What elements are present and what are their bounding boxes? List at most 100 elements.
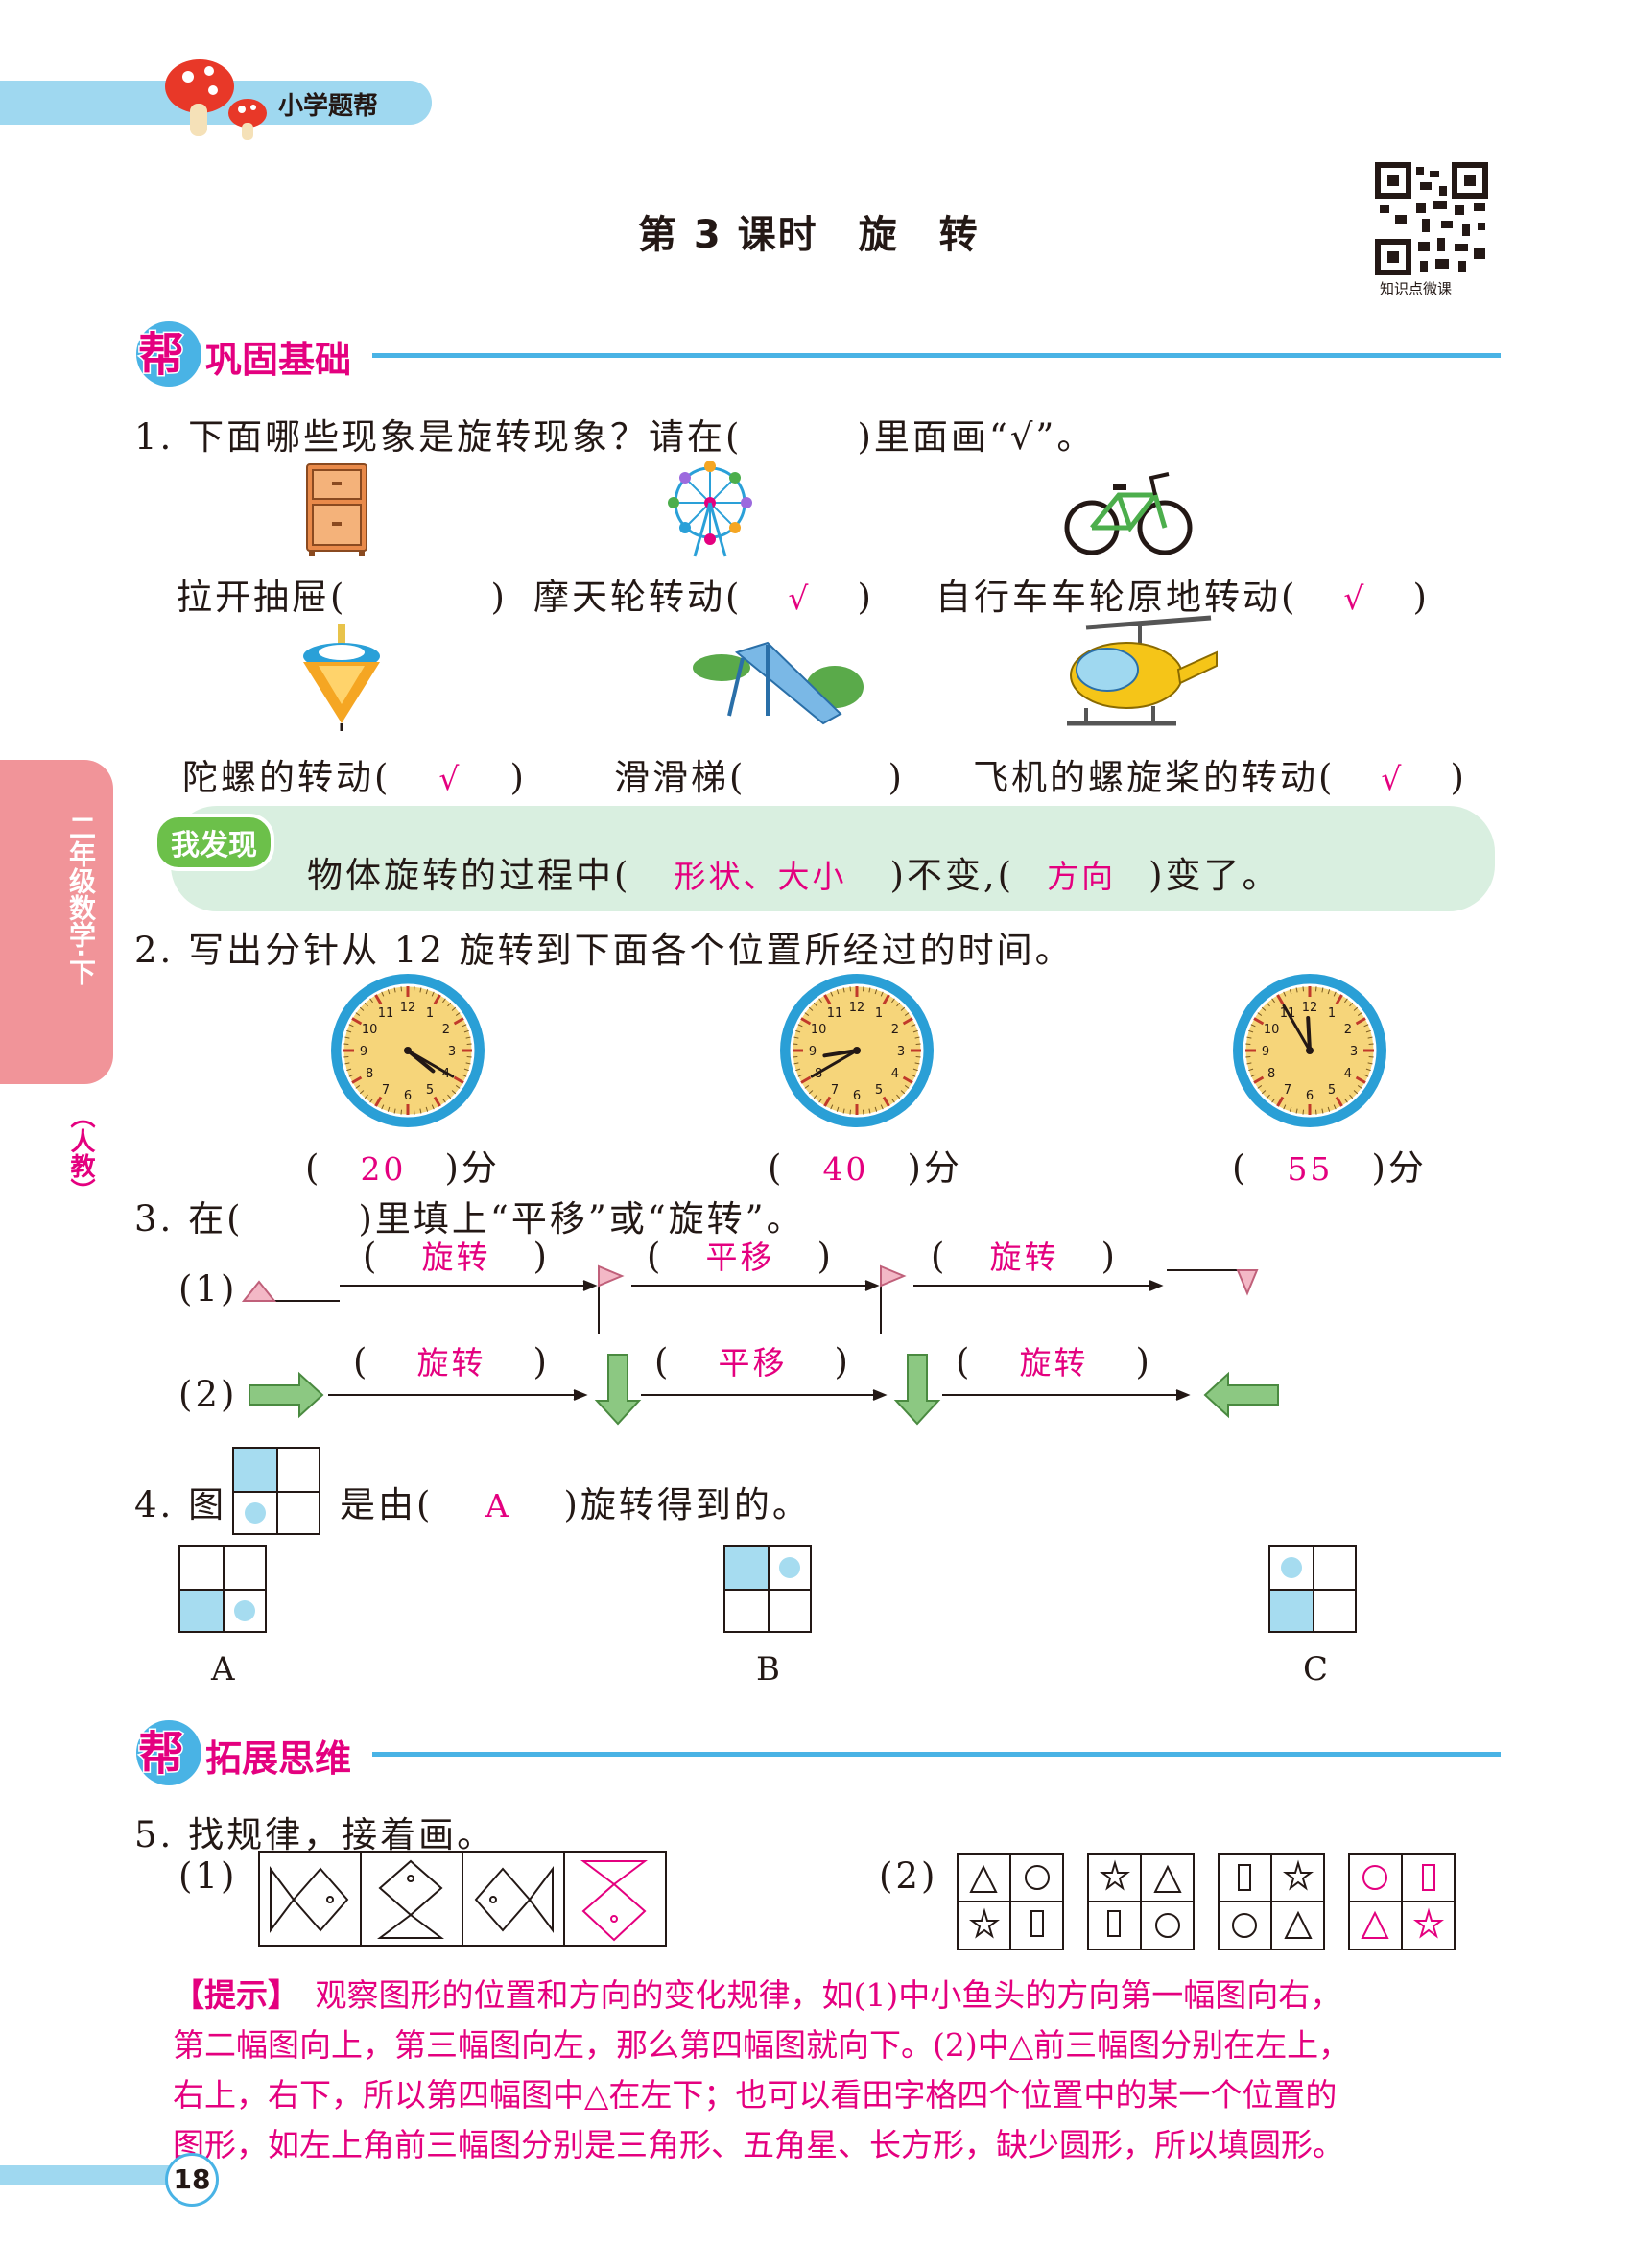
minute-hand (810, 1049, 859, 1078)
bicycle-picture (1064, 472, 1193, 555)
q3-row1-blank-1: (旋转) (363, 1236, 550, 1277)
header-brand: 小学题帮 (278, 92, 379, 121)
q1-item-top: 陀螺的转动(√) (182, 757, 527, 798)
clock-number: 7 (831, 1083, 839, 1098)
q3-row1-blank-2: (平移) (647, 1236, 834, 1277)
q3-row2-label: (2) (178, 1374, 238, 1415)
clock-number: 5 (426, 1083, 434, 1098)
ferris-wheel-picture (668, 461, 752, 557)
clock-2-icon: 121234567891011 (780, 974, 934, 1127)
footer-band (0, 2165, 177, 2185)
section-heading-basic: 巩固基础 (205, 339, 352, 381)
hint-line-3: 右上，右下，所以第四幅图中△在左下；也可以看田字格四个位置中的某一个位置的 (173, 2076, 1338, 2114)
section-badge-extend (136, 1720, 201, 1785)
clock-number: 4 (891, 1067, 899, 1081)
hint-line-2: 第二幅图向上，第三幅图向左，那么第四幅图就向下。(2)中△前三幅图分别在左上， (173, 2026, 1351, 2064)
clock-number: 7 (1284, 1083, 1291, 1098)
q1-item-slide: 滑滑梯() (614, 757, 905, 798)
q4-prompt-rest: 是由(A)旋转得到的。 (340, 1484, 811, 1525)
clock-number: 6 (853, 1089, 861, 1103)
q3-row1-diagram (241, 1264, 1259, 1334)
clock-number: 3 (897, 1045, 905, 1059)
clock-3-icon: 121234567891011 (1233, 974, 1386, 1127)
q3-prompt: 3. 在( )里填上“平移”或“旋转”。 (134, 1198, 805, 1240)
clock-number: 2 (891, 1023, 899, 1037)
q4-option-b-grid[interactable] (723, 1545, 812, 1633)
q4-option-c-grid[interactable] (1268, 1545, 1357, 1633)
q1-prompt: 1. 下面哪些现象是旋转现象？请在( )里面画“√”。 (134, 416, 1096, 458)
q5-part1-label: (1) (178, 1855, 238, 1897)
side-tab (0, 760, 113, 1084)
minute-hand (406, 1049, 455, 1078)
clock-number: 4 (1344, 1067, 1352, 1081)
clock-number: 11 (378, 1006, 394, 1021)
q3-row1-label: (1) (178, 1268, 238, 1310)
clock-number: 10 (1264, 1023, 1280, 1037)
q3-row2-blank-2: (平移) (654, 1341, 851, 1382)
clock-number: 1 (426, 1006, 434, 1021)
page-title: 第 3 课时 旋 转 (638, 213, 980, 257)
q2-answer-1: (20)分 (305, 1147, 500, 1189)
q4-target-grid (232, 1447, 320, 1535)
q4-option-a-grid[interactable] (178, 1545, 267, 1633)
helicopter-picture (1067, 615, 1218, 726)
clock-number: 12 (1302, 1001, 1318, 1015)
q5-part2-label: (2) (879, 1855, 938, 1897)
side-tab-edition: （人教） (66, 1103, 95, 1203)
cabinet-picture (306, 463, 367, 556)
section-heading-extend: 拓展思维 (205, 1737, 352, 1780)
section-badge-text-basic: 帮 (136, 327, 185, 384)
q5-fish-sequence (258, 1851, 667, 1947)
section-badge-text-extend: 帮 (136, 1726, 185, 1783)
clock-number: 6 (1306, 1089, 1314, 1103)
slide-picture (693, 641, 864, 725)
hint-line-4: 图形，如左上角前三幅图分别是三角形、五角星、长方形，缺少圆形，所以填圆形。 (173, 2126, 1344, 2163)
hour-hand (1306, 1016, 1312, 1052)
mushroom-logo-icon (165, 59, 267, 140)
clock-number: 11 (827, 1006, 843, 1021)
qr-code-icon[interactable] (1374, 161, 1499, 276)
q5-grid-sequence (957, 1853, 1456, 1950)
section-rule-basic (372, 353, 1501, 358)
q1-item-bicycle: 自行车车轮原地转动(√) (935, 577, 1430, 618)
clock-number: 5 (1328, 1083, 1336, 1098)
clock-number: 6 (404, 1089, 412, 1103)
clock-number: 9 (809, 1045, 817, 1059)
clock-number: 9 (360, 1045, 367, 1059)
clock-number: 3 (1350, 1045, 1358, 1059)
q3-row2-blank-1: (旋转) (353, 1341, 550, 1382)
side-tab-grade: 二年级数学·下 (65, 814, 97, 985)
q3-row2-diagram (249, 1354, 1279, 1426)
q4-option-c-label: C (1303, 1650, 1329, 1689)
clock-number: 5 (875, 1083, 883, 1098)
clock-number: 7 (382, 1083, 390, 1098)
clock-number: 12 (400, 1001, 416, 1015)
hint-block: 【提示】 观察图形的位置和方向的变化规律，如(1)中小鱼头的方向第一幅图向右， … (173, 1971, 1506, 2170)
q2-answer-3: (55)分 (1232, 1147, 1427, 1189)
clock-number: 12 (849, 1001, 865, 1015)
clock-number: 2 (1344, 1023, 1352, 1037)
q2-prompt: 2. 写出分针从 12 旋转到下面各个位置所经过的时间。 (134, 930, 1074, 971)
q1-item-propeller: 飞机的螺旋桨的转动(√) (973, 757, 1467, 798)
q5-prompt: 5. 找规律，接着画。 (134, 1814, 496, 1855)
discover-box (171, 806, 1495, 911)
discover-statement: 物体旋转的过程中(形状、大小)不变,(方向)变了。 (307, 855, 1281, 896)
clock-number: 8 (1267, 1067, 1275, 1081)
clock-number: 1 (875, 1006, 883, 1021)
hint-label: 【提示】 (173, 1976, 284, 2014)
clock-1-icon: 121234567891011 (331, 974, 485, 1127)
q3-row2-blank-3: (旋转) (956, 1341, 1152, 1382)
qr-caption: 知识点微课 (1380, 280, 1453, 297)
q4-prompt-pre: 4. 图 (134, 1484, 227, 1525)
q4-option-b-label: B (756, 1650, 780, 1689)
clock-number: 1 (1328, 1006, 1336, 1021)
clock-number: 9 (1262, 1045, 1269, 1059)
q4-option-a-label: A (211, 1650, 235, 1689)
q3-row1-blank-3: (旋转) (931, 1236, 1118, 1277)
section-badge-basic (136, 321, 201, 387)
section-rule-extend (372, 1752, 1501, 1757)
clock-number: 2 (442, 1023, 450, 1037)
clock-number: 8 (366, 1067, 373, 1081)
clock-number: 10 (362, 1023, 378, 1037)
q2-answer-2: (40)分 (768, 1147, 962, 1189)
